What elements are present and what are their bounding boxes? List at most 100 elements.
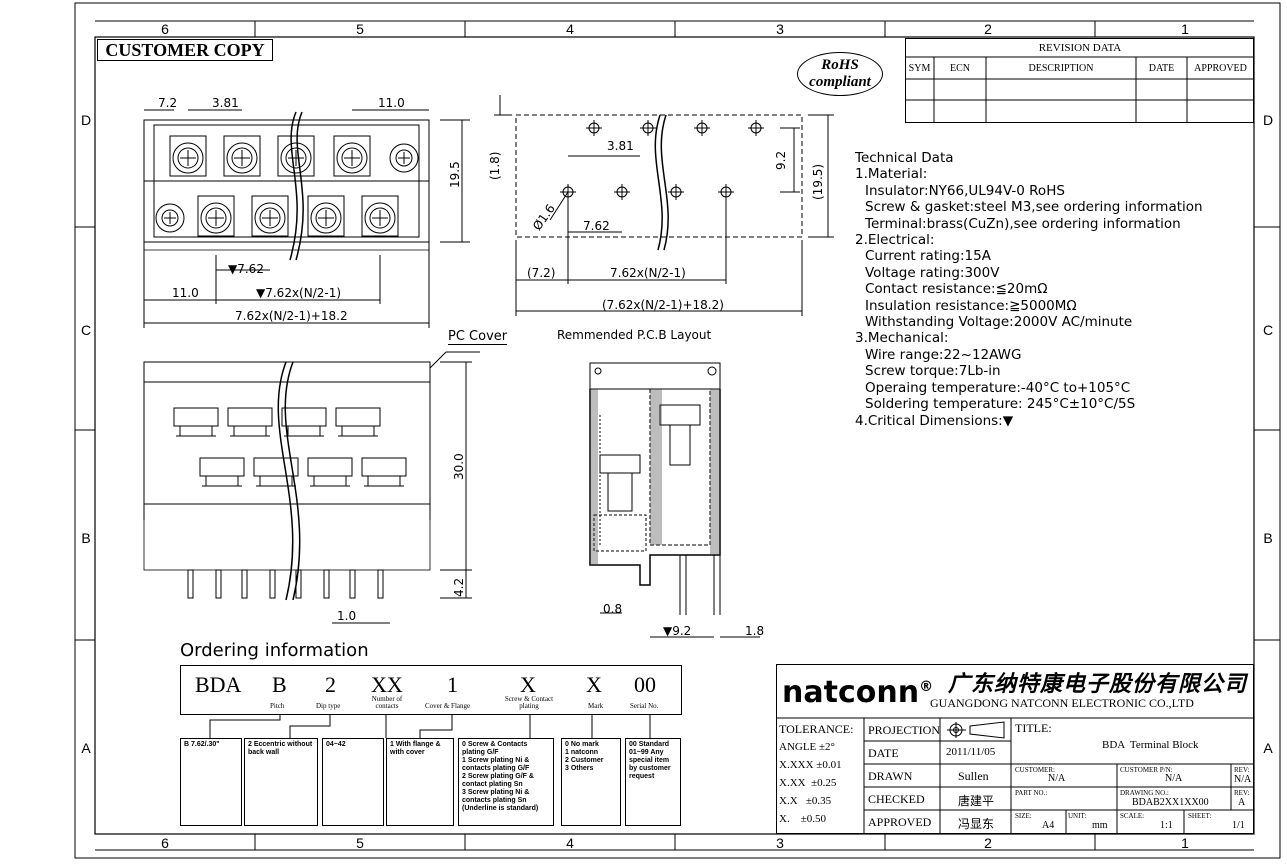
pcb-holes [560,120,764,200]
drawing-no-value: BDAB2XX1XX00 [1132,797,1209,808]
zone-top-1: 1 [1181,21,1189,37]
zone-bottom-3: 3 [776,835,784,851]
ordering-box-cover: 1 With flange & with cover [386,738,454,826]
ordering-code-serial: 00 [634,672,656,697]
tolerance-xx: X.X ±0.35 [779,795,832,807]
scale-label: SCALE: [1120,812,1145,820]
top-row-screws [169,135,419,177]
tech-operating: Operaing temperature:-40°C to+105°C [865,379,1131,396]
ordering-title: Ordering information [180,640,369,661]
zone-bottom-5: 5 [356,835,364,851]
zone-left-d: D [80,112,92,128]
size-value: A4 [1042,820,1055,831]
customer-value: N/A [1048,773,1066,784]
projection-label: PROJECTION [868,723,941,737]
date-value: 2011/11/05 [946,746,996,758]
ordering-label-mark: Mark [588,702,604,710]
tolerance-angle: ANGLE ±2° [779,741,835,753]
zone-top-5: 5 [356,21,364,37]
pcb-dim-3-81: 3.81 [607,139,634,153]
size-label: SIZE: [1015,812,1032,820]
dim-19-5: 19.5 [448,161,462,188]
projection-symbol [947,721,1005,739]
title-block-grid [776,664,1254,834]
ordering-code-dip: 2 [325,672,336,697]
customer-pn-label: CUSTOMER P/N: [1120,766,1173,774]
rohs-compliant-badge: RoHS compliant [797,52,883,96]
tech-wire: Wire range:22~12AWG [865,346,1022,363]
customer-pn-value: N/A [1165,773,1183,784]
drawn-label: DRAWN [868,769,913,783]
ordering-code-series: BDA [195,672,242,697]
dim-30-0: 30.0 [452,453,466,480]
zone-bottom-4: 4 [566,835,574,851]
tech-soldering: Soldering temperature: 245°C±10°C/5S [865,396,1136,413]
ordering-code-plating: X [520,672,536,697]
tech-voltage: Voltage rating:300V [865,264,1000,281]
tech-current: Current rating:15A [865,248,991,265]
ordering-box-contacts: 04~42 [322,738,384,826]
ordering-box-pitch: B 7.62/.30" [180,738,242,826]
dim-11-0-top: 11.0 [378,96,405,110]
natconn-brand: natconn [782,675,920,710]
dim-7-2: 7.2 [158,96,178,110]
tech-critical: 4.Critical Dimensions:▼ [855,412,1014,429]
unit-value: mm [1092,820,1108,831]
tech-contact: Contact resistance:≦20mΩ [865,281,1048,298]
ordering-label-serial: Serial No. [630,702,659,710]
tech-terminal: Terminal:brass(CuZn),see ordering inform… [865,215,1181,232]
ordering-label-contacts: Number of contacts [371,695,403,710]
revision-header-approved: APPROVED [1194,63,1247,74]
drawn-value: Sullen [958,769,989,783]
zone-right-c: C [1262,322,1274,338]
ordering-label-dip: Dip type [316,702,341,710]
drawing-no-label: DRAWING NO.: [1120,789,1169,797]
unit-label: UNIT: [1068,812,1087,820]
checked-label: CHECKED [868,792,925,806]
pcb-layout-drawing [494,95,834,316]
zone-top-4: 4 [566,21,574,37]
pcb-dim-pitch: 7.62x(N/2-1) [610,266,686,280]
ordering-label-pitch: Pitch [270,702,285,710]
rev2-value: A [1238,797,1246,808]
rev2-label: REV: [1234,789,1250,797]
zone-bottom-6: 6 [161,835,169,851]
revision-header-date: DATE [1148,63,1175,74]
zone-top-3: 3 [776,21,784,37]
dim-pitch-critical: ▼7.62x(N/2-1) [256,286,342,300]
sheet-label: SHEET: [1188,812,1212,820]
sheet-value: 1/1 [1232,820,1245,831]
tolerance-label: TOLERANCE: [779,722,854,736]
rohs-line2: compliant [809,74,871,90]
pcb-dim-19-5: (19.5) [811,163,825,200]
ordering-code-pitch: B [272,672,287,697]
pcb-layout-caption: Remmended P.C.B Layout [557,328,712,342]
side-dim-0-8: 0.8 [603,602,623,616]
dim-4-2: 4.2 [452,577,466,597]
ordering-label-plating: Screw & Contact plating [504,695,554,710]
revision-title: REVISION DATA [1038,42,1122,54]
ordering-code-mark: X [586,672,602,697]
ordering-box-serial: 00 Standard 01~99 Any special item by cu… [625,738,681,826]
tech-screw: Screw & gasket:steel M3,see ordering inf… [865,199,1203,216]
rev1-value: N/A [1234,774,1252,785]
tolerance-xxxx: X.XXX ±0.01 [779,759,842,771]
tech-withstanding: Withstanding Voltage:2000V AC/minute [865,314,1133,331]
company-name-cn: 广东纳特康电子股份有限公司 [948,671,1248,696]
pcb-dim-7-2: (7.2) [527,266,556,280]
dim-total-length: 7.62x(N/2-1)+18.2 [235,309,348,323]
ordering-code-cover: 1 [447,672,458,697]
tech-insulation: Insulation resistance:≧5000MΩ [865,297,1077,314]
revision-header-description: DESCRIPTION [1028,63,1094,74]
scale-value: 1:1 [1160,820,1173,831]
technical-data: Technical Data 1.Material: Insulator:NY6… [855,150,1203,429]
ordering-code-box [180,665,682,715]
zone-right-b: B [1263,530,1273,546]
ordering-box-plating: 0 Screw & Contacts plating G/F 1 Screw p… [458,738,554,826]
zone-left-a: A [81,740,91,756]
pcb-dim-1-8: (1.8) [488,151,502,180]
pc-cover-label: PC Cover [448,329,508,345]
registered-mark: ® [919,679,934,695]
customer-label: CUSTOMER: [1015,766,1055,774]
checked-value: 唐建平 [958,794,995,808]
